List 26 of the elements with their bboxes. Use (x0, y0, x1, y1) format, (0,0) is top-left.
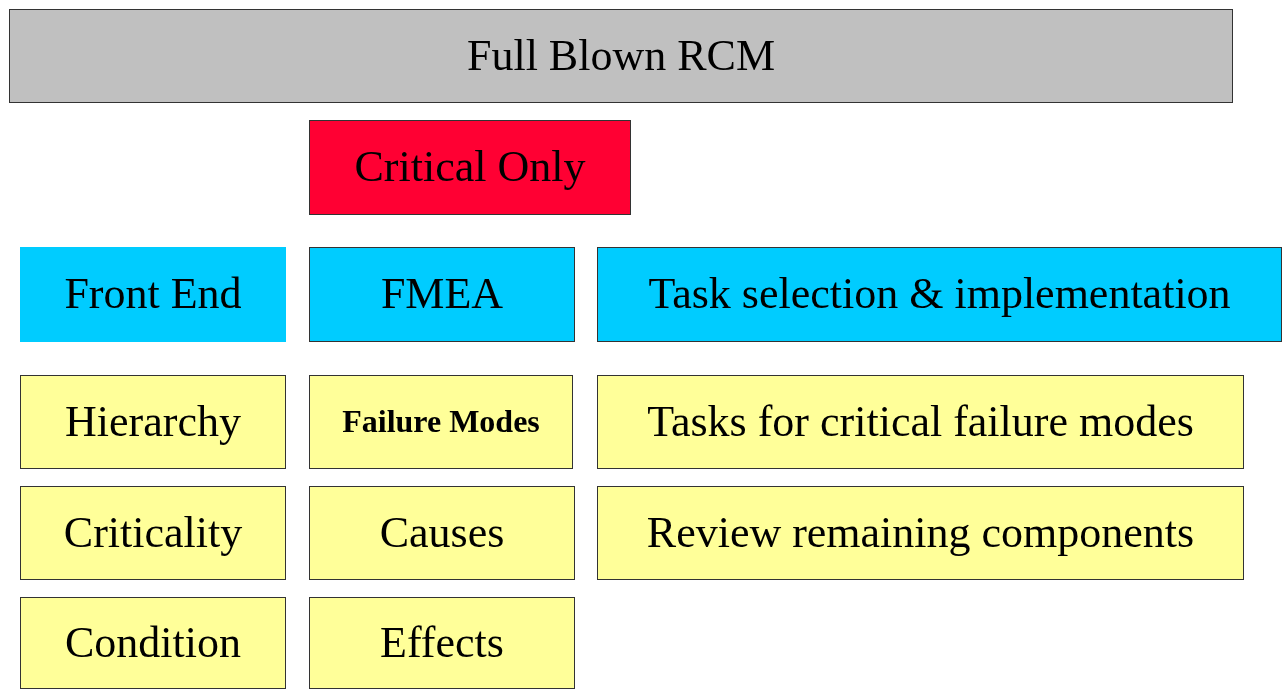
box-label: Review remaining components (646, 509, 1195, 557)
box-label: Task selection & implementation (648, 271, 1231, 318)
step-box (20, 597, 286, 689)
box-label: Failure Modes (342, 405, 540, 439)
step-box (309, 486, 575, 580)
title-bar (9, 9, 1233, 103)
step-box (597, 375, 1244, 469)
box-label: Causes (379, 509, 505, 557)
column-header (597, 247, 1282, 342)
box-label: Front End (64, 271, 242, 318)
column-header (20, 247, 286, 342)
box-label: Tasks for critical failure modes (647, 398, 1194, 446)
step-box (309, 597, 575, 689)
box-label: Full Blown RCM (466, 32, 776, 80)
step-box (597, 486, 1244, 580)
box-label: Effects (380, 619, 504, 667)
box-label: FMEA (380, 271, 504, 318)
step-box (20, 375, 286, 469)
column-header (309, 247, 575, 342)
box-label: Hierarchy (65, 398, 241, 446)
step-box (20, 486, 286, 580)
box-label: Criticality (63, 509, 243, 557)
box-label: Condition (65, 619, 241, 667)
box-label: Critical Only (354, 144, 586, 191)
step-box (309, 375, 573, 469)
category-box (309, 120, 631, 215)
